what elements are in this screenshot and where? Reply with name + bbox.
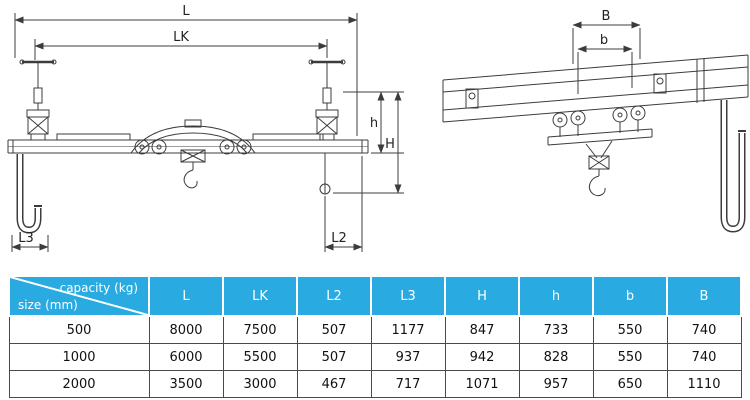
col-header-B: B <box>666 275 742 317</box>
cell: 847 <box>444 315 520 344</box>
dim-label-h: h <box>370 116 378 131</box>
left-view <box>7 13 404 252</box>
table-row-1000: 1000 6000 5500 507 937 942 828 550 740 <box>8 343 742 371</box>
dim-label-L2: L2 <box>331 231 347 246</box>
size-label: size (mm) <box>18 298 78 312</box>
cell: 6000 <box>148 343 224 371</box>
cell: 467 <box>296 370 372 398</box>
grease-fitting <box>319 153 331 195</box>
hoist-assembly <box>547 128 653 197</box>
cell: 1177 <box>370 315 446 344</box>
cell: 507 <box>296 343 372 371</box>
row-1000-capacity: 1000 <box>8 343 150 371</box>
capacity-label: capacity (kg) <box>59 281 138 295</box>
dim-label-b: b <box>600 33 608 48</box>
cell: 717 <box>370 370 446 398</box>
right-suspension-clamp <box>307 58 347 142</box>
dimension-labels: L LK L3 L2 h H B b <box>18 4 610 246</box>
right-view <box>442 21 749 233</box>
row-2000-capacity: 2000 <box>8 370 150 398</box>
col-header-b: b <box>592 275 668 317</box>
corner-header-cell: capacity (kg) size (mm) <box>8 275 150 317</box>
dim-label-L: L <box>182 4 190 19</box>
end-stop-pipe-left <box>16 154 42 234</box>
left-suspension-clamp <box>18 58 58 142</box>
hook-right-view <box>588 175 606 197</box>
dim-label-B: B <box>602 9 611 24</box>
technical-drawing: L LK L3 L2 h H B b <box>7 4 749 252</box>
runway-rails <box>442 54 749 123</box>
col-header-L3: L3 <box>370 275 446 317</box>
rail-clamp-left <box>465 88 479 109</box>
center-trolley <box>130 119 256 189</box>
trolley-wheels <box>552 105 646 137</box>
hook-left-view <box>183 169 198 189</box>
cell: 740 <box>666 315 742 344</box>
cell: 550 <box>592 315 668 344</box>
col-header-LK: LK <box>222 275 298 317</box>
cell: 957 <box>518 370 594 398</box>
col-header-h: h <box>518 275 594 317</box>
cell: 3000 <box>222 370 298 398</box>
cell: 5500 <box>222 343 298 371</box>
col-header-L: L <box>148 275 224 317</box>
cell: 942 <box>444 343 520 371</box>
rail-clamp-right <box>653 73 667 94</box>
cell: 1071 <box>444 370 520 398</box>
cell: 7500 <box>222 315 298 344</box>
cell: 8000 <box>148 315 224 344</box>
cell: 550 <box>592 343 668 371</box>
diagonal-divider <box>10 277 148 315</box>
crane-drawing-svg: L LK L3 L2 h H B b <box>7 4 749 252</box>
table-row-2000: 2000 3500 3000 467 717 1071 957 650 1110 <box>8 370 742 398</box>
cell: 733 <box>518 315 594 344</box>
cell: 3500 <box>148 370 224 398</box>
dim-label-LK: LK <box>173 30 189 45</box>
row-500-capacity: 500 <box>8 315 150 344</box>
cell: 828 <box>518 343 594 371</box>
cell: 650 <box>592 370 668 398</box>
cell: 740 <box>666 343 742 371</box>
cell: 1110 <box>666 370 742 398</box>
col-header-H: H <box>444 275 520 317</box>
table-header-row: capacity (kg) size (mm) L LK L2 L3 H h b… <box>8 275 742 317</box>
end-stop-pipe-right <box>720 100 746 233</box>
dim-label-H: H <box>385 137 395 152</box>
table-row-500: 500 8000 7500 507 1177 847 733 550 740 <box>8 315 742 344</box>
spec-table: capacity (kg) size (mm) L LK L2 L3 H h b… <box>8 275 742 398</box>
cell: 507 <box>296 315 372 344</box>
col-header-L2: L2 <box>296 275 372 317</box>
cell: 937 <box>370 343 446 371</box>
dim-label-L3: L3 <box>18 231 34 246</box>
